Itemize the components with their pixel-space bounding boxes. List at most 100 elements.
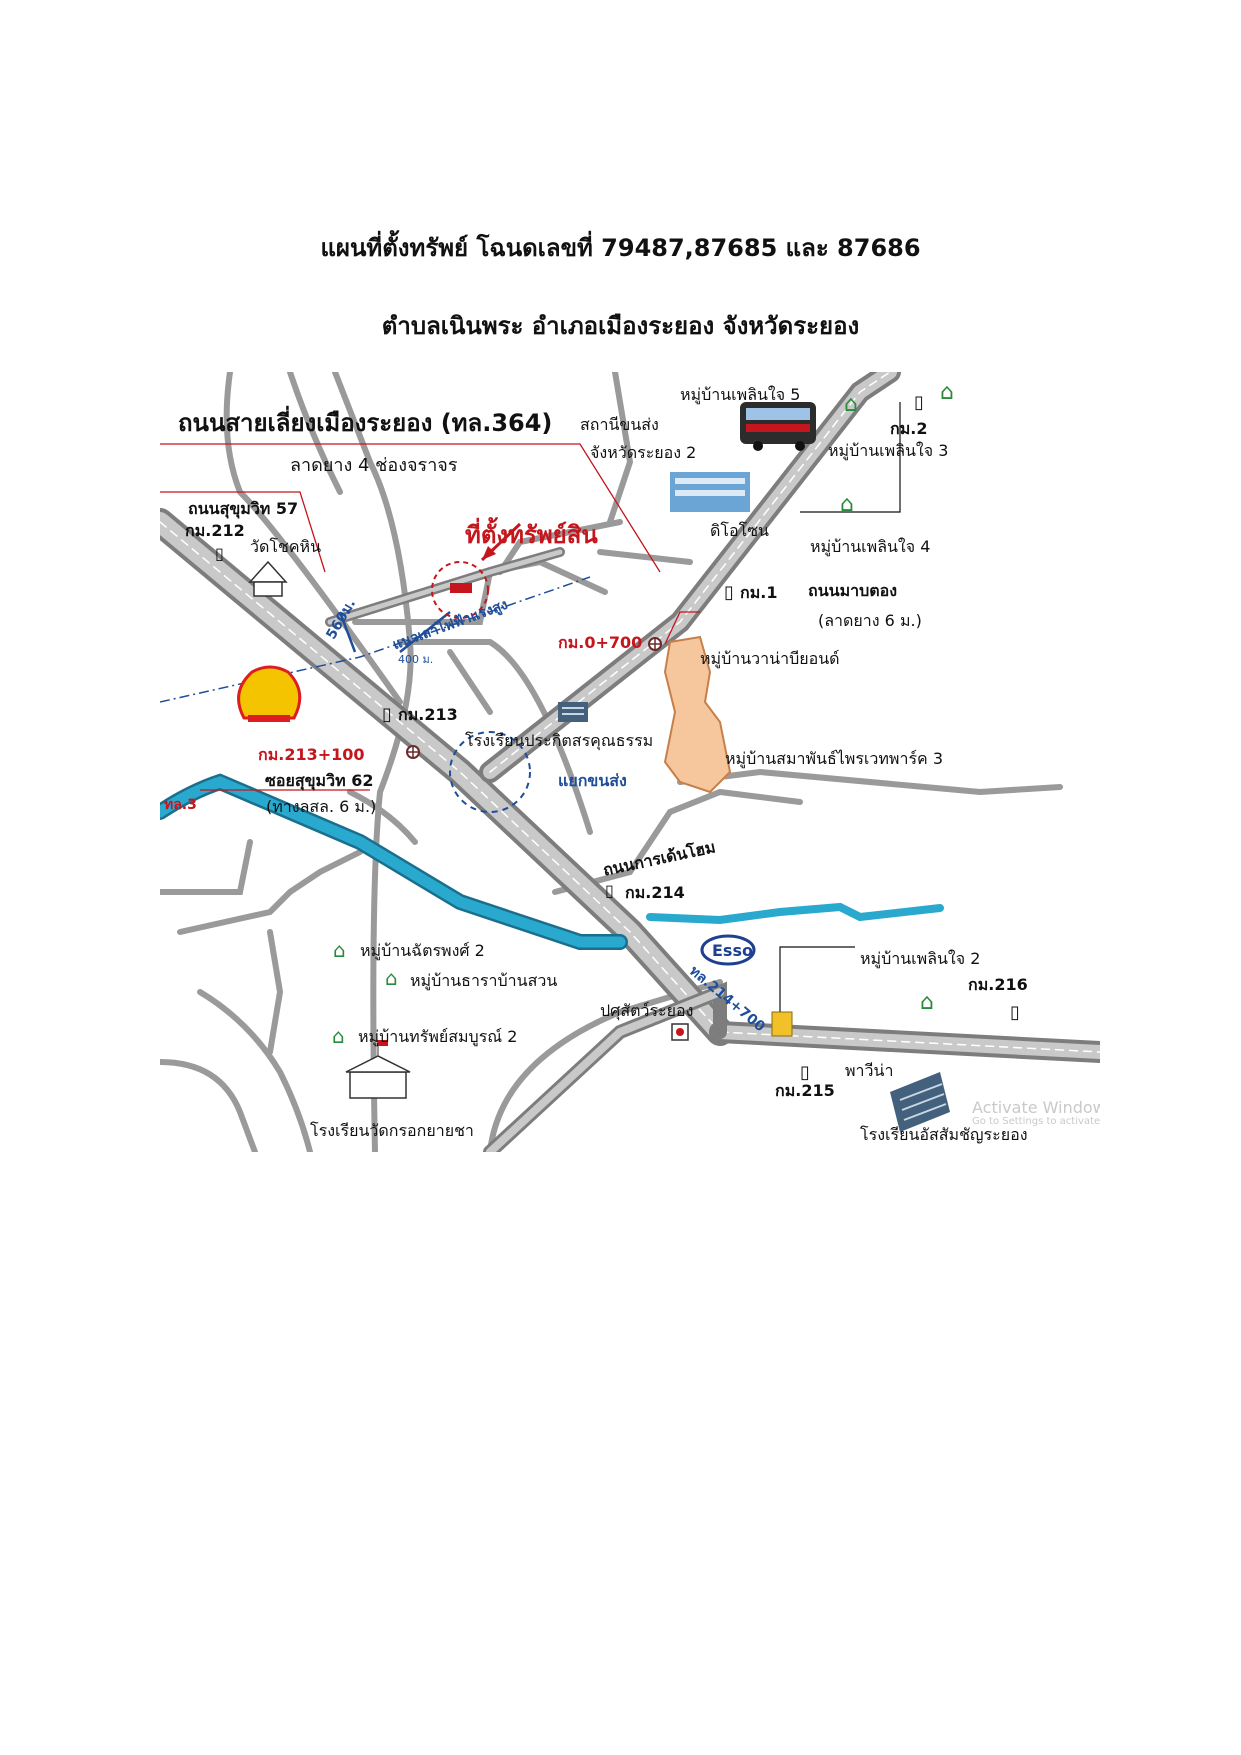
location-map: ถนนสายเลี่ยงเมืองระยอง (ทล.364) ลาดยาง 4… — [160, 372, 1100, 1152]
village-vana-label: หมู่บ้านวาน่าบียอนด์ — [700, 649, 840, 668]
building-icon — [771, 1011, 793, 1037]
km215-label: กม.215 — [775, 1081, 835, 1100]
property-circle — [431, 561, 489, 619]
sukhumvit-highway-center — [160, 521, 721, 1033]
village-plernjai5-label: หมู่บ้านเพลินใจ 5 — [680, 385, 801, 404]
km-post-icon: ▯ — [382, 704, 392, 725]
junction-marker-icon — [406, 745, 420, 759]
km213-label: กม.213 — [398, 705, 458, 724]
sukhumvit57-label: ถนนสุขุมวิท 57 — [188, 499, 299, 518]
leader-line — [160, 491, 326, 573]
km0700-label: กม.0+700 — [558, 633, 643, 652]
temple-label: วัดโชคหิน — [250, 537, 322, 556]
junction-label: แยกขนส่ง — [558, 771, 627, 790]
km216-label: กม.216 — [968, 975, 1028, 994]
river-tag-label: ทล.3 — [164, 797, 197, 813]
building-icon — [890, 1072, 950, 1132]
village-plernjai3-label: หมู่บ้านเพลินใจ 3 — [828, 441, 949, 460]
km212-label: กม.212 — [185, 521, 245, 540]
side-road — [267, 929, 284, 1055]
side-road — [287, 372, 343, 495]
junction-circle — [449, 731, 531, 813]
km213-100-label: กม.213+100 — [258, 745, 365, 764]
access-road-fill — [327, 549, 563, 625]
property-pointer-head — [482, 546, 496, 560]
side-road — [487, 979, 723, 1152]
canal — [646, 902, 944, 925]
village-icon: ⌂ — [332, 1024, 345, 1048]
powerline — [160, 576, 591, 703]
temple-icon — [248, 560, 288, 597]
dist-arrow-560 — [338, 611, 357, 653]
dist-arrow-400 — [399, 611, 451, 653]
esso-label: Esso — [712, 941, 753, 960]
leader-line — [779, 946, 855, 1017]
pawina-label: พาวีน่า — [845, 1061, 894, 1080]
side-road — [347, 789, 418, 845]
village-icon: ⌂ — [920, 990, 934, 1015]
side-road — [497, 519, 623, 575]
side-road — [197, 989, 313, 1152]
side-road — [160, 1059, 258, 1152]
village-plernjai4-label: หมู่บ้านเพลินใจ 4 — [810, 537, 931, 556]
map-title: แผนที่ตั้งทรัพย์ โฉนดเลขที่ 79487,87685 … — [320, 234, 921, 262]
km2-label: กม.2 — [890, 419, 928, 438]
building-icon — [670, 472, 750, 512]
village-icon: ⌂ — [940, 380, 954, 405]
esso-logo-icon — [700, 934, 756, 966]
assumption-label: โรงเรียนอัสสัมชัญระยอง — [860, 1125, 1028, 1144]
km-post-icon: ▯ — [914, 392, 924, 413]
tendom-road — [552, 788, 803, 895]
side-road — [160, 839, 253, 895]
side-road — [397, 639, 593, 835]
village-plernjai2-label: หมู่บ้านเพลินใจ 2 — [860, 949, 981, 968]
bus-icon — [740, 402, 816, 451]
main-road-note: ลาดยาง 4 ช่องจราจร — [290, 455, 458, 476]
village-icon: ⌂ — [333, 938, 346, 962]
property-marker — [450, 583, 472, 593]
village-sap-label: หมู่บ้านทรัพย์สมบูรณ์ 2 — [358, 1027, 518, 1046]
km-post-icon: ▯ — [724, 582, 734, 603]
lower-road-fill — [486, 988, 724, 1152]
pasusat-label: ปศุสัตว์ระยอง — [600, 1001, 694, 1020]
soi62-label: ซอยสุขุมวิท 62 — [265, 771, 374, 790]
leader-line — [160, 443, 661, 573]
shell-logo-icon — [237, 665, 302, 722]
side-road — [177, 849, 363, 935]
prakit-school-label: โรงเรียนประกิตสรคุณธรรม — [465, 731, 654, 750]
map-roads — [160, 372, 1100, 1152]
distance-400-label: 400 ม. — [398, 653, 434, 666]
km1-label: กม.1 — [740, 583, 778, 602]
mabtong-label: ถนนมาบตอง — [808, 581, 898, 600]
village-icon: ⌂ — [840, 492, 854, 517]
dio-label: ดิโอโซน — [710, 521, 769, 540]
km214-label: กม.214 — [625, 883, 685, 902]
village-icon: ⌂ — [385, 966, 398, 990]
village-area — [663, 635, 732, 794]
property-label: ที่ตั้งทรัพย์สิน — [465, 521, 598, 549]
building-icon — [558, 702, 588, 722]
pasusat-dot — [676, 1028, 684, 1036]
km-post-icon: ▯ — [215, 544, 224, 563]
village-icon: ⌂ — [844, 392, 858, 417]
school-icon — [345, 1040, 411, 1099]
river-fill — [160, 776, 626, 948]
side-road — [677, 768, 1063, 796]
km-post-icon: ▯ — [605, 881, 614, 900]
soi62-note: (ทางลสล. 6 ม.) — [266, 797, 377, 816]
mabtong-note: (ลาดยาง 6 ม.) — [818, 611, 922, 630]
os-watermark: Activate Window — [972, 1098, 1100, 1117]
bus-station2-label: จังหวัดระยอง 2 — [590, 443, 697, 462]
km-post-icon: ▯ — [1010, 1002, 1020, 1023]
km-post-icon: ▯ — [800, 1062, 810, 1083]
village-samaphan-label: หมู่บ้านสมาพันธ์ไพรเวทพาร์ค 3 — [725, 749, 943, 768]
junction-marker-icon — [648, 637, 662, 651]
village-thara-label: หมู่บ้านธาราบ้านสวน — [410, 971, 558, 990]
side-road — [447, 649, 493, 715]
side-road — [597, 549, 693, 565]
bypass-road-center — [489, 372, 891, 773]
leader-line — [664, 611, 700, 645]
village-chatra-label: หมู่บ้านฉัตรพงศ์ 2 — [360, 941, 485, 960]
wat-school-label: โรงเรียนวัดกรอกยายชา — [310, 1121, 474, 1140]
leader-line — [800, 402, 901, 513]
